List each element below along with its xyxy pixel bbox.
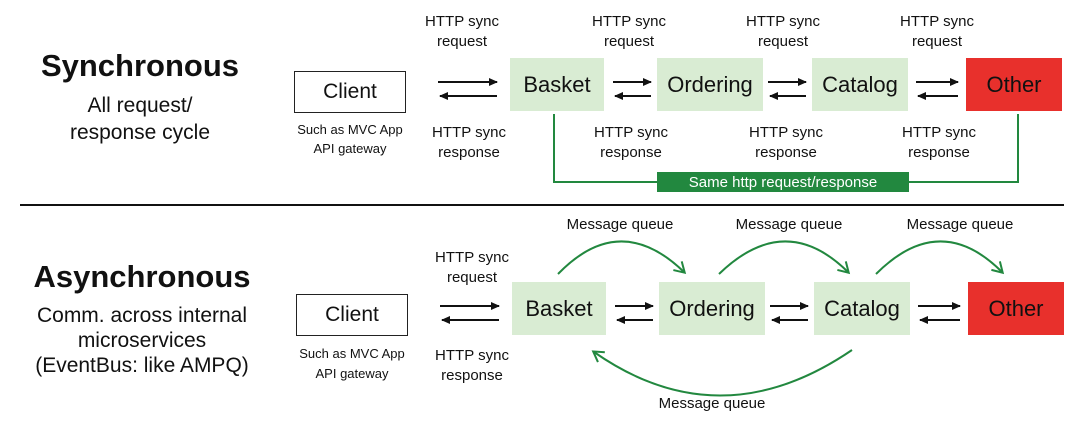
mq-curve-catalog-basket (591, 349, 853, 397)
sync-request-label-1b: request (436, 33, 488, 50)
sync-response-label-1b: response (438, 144, 500, 161)
async-subtitle-line2: microservices (77, 329, 207, 352)
async-response-label-a: HTTP sync (435, 347, 509, 364)
async-client-caption-line2: API gateway (315, 366, 389, 381)
async-response-label-b: response (441, 367, 503, 384)
sync-subtitle-line1: All request/ (87, 94, 193, 117)
sync-service-ordering: Ordering (657, 58, 763, 111)
sync-request-label-3b: request (757, 33, 809, 50)
sync-subtitle-line2: response cycle (69, 121, 211, 144)
sync-title: Synchronous (40, 48, 240, 83)
sync-response-label-4a: HTTP sync (902, 124, 976, 141)
async-request-label-a: HTTP sync (435, 249, 509, 266)
async-service-ordering: Ordering (659, 282, 765, 335)
sync-request-label-4a: HTTP sync (900, 13, 974, 30)
async-client-caption-line1: Such as MVC App (299, 346, 405, 361)
async-service-catalog: Catalog (814, 282, 910, 335)
sync-client-caption-line1: Such as MVC App (297, 122, 403, 137)
async-subtitle-line1: Comm. across internal (36, 304, 248, 327)
async-subtitle-line3: (EventBus: like AMPQ) (35, 354, 249, 377)
sync-request-label-4b: request (911, 33, 963, 50)
mq-curve-ordering-catalog (718, 240, 851, 275)
sync-arrow-pair-ordering-catalog (768, 78, 807, 100)
sync-arrow-pair-client-basket (438, 78, 498, 100)
sync-request-label-2b: request (603, 33, 655, 50)
async-arrow-pair-catalog-other (918, 302, 961, 324)
sync-arrow-pair-basket-ordering (613, 78, 652, 100)
async-arrow-pair-ordering-catalog (770, 302, 809, 324)
sync-service-basket: Basket (510, 58, 604, 111)
sync-response-label-2a: HTTP sync (594, 124, 668, 141)
async-mq-label-back: Message queue (658, 395, 766, 412)
sync-response-label-1a: HTTP sync (432, 124, 506, 141)
async-title: Asynchronous (33, 259, 251, 294)
mq-curve-basket-ordering (557, 240, 687, 275)
sync-request-label-3a: HTTP sync (746, 13, 820, 30)
sync-service-other: Other (966, 58, 1062, 111)
async-arrow-pair-client-basket (440, 302, 500, 324)
sync-client-box: Client (294, 71, 406, 113)
async-client-box: Client (296, 294, 408, 336)
async-service-other: Other (968, 282, 1064, 335)
sync-response-label-4b: response (908, 144, 970, 161)
sync-service-catalog: Catalog (812, 58, 908, 111)
async-request-label-b: request (446, 269, 498, 286)
sync-same-request-banner: Same http request/response (657, 172, 909, 192)
async-service-basket: Basket (512, 282, 606, 335)
sync-arrow-pair-catalog-other (916, 78, 959, 100)
async-mq-label-1: Message queue (566, 216, 674, 233)
sync-request-label-2a: HTTP sync (592, 13, 666, 30)
sync-response-label-3b: response (755, 144, 817, 161)
async-mq-label-3: Message queue (906, 216, 1014, 233)
async-mq-label-2: Message queue (735, 216, 843, 233)
async-arrow-pair-basket-ordering (615, 302, 654, 324)
sync-client-caption-line2: API gateway (313, 141, 387, 156)
sync-response-label-2b: response (600, 144, 662, 161)
sync-response-label-3a: HTTP sync (749, 124, 823, 141)
sync-request-label-1a: HTTP sync (425, 13, 499, 30)
mq-curve-catalog-other (875, 240, 1005, 275)
